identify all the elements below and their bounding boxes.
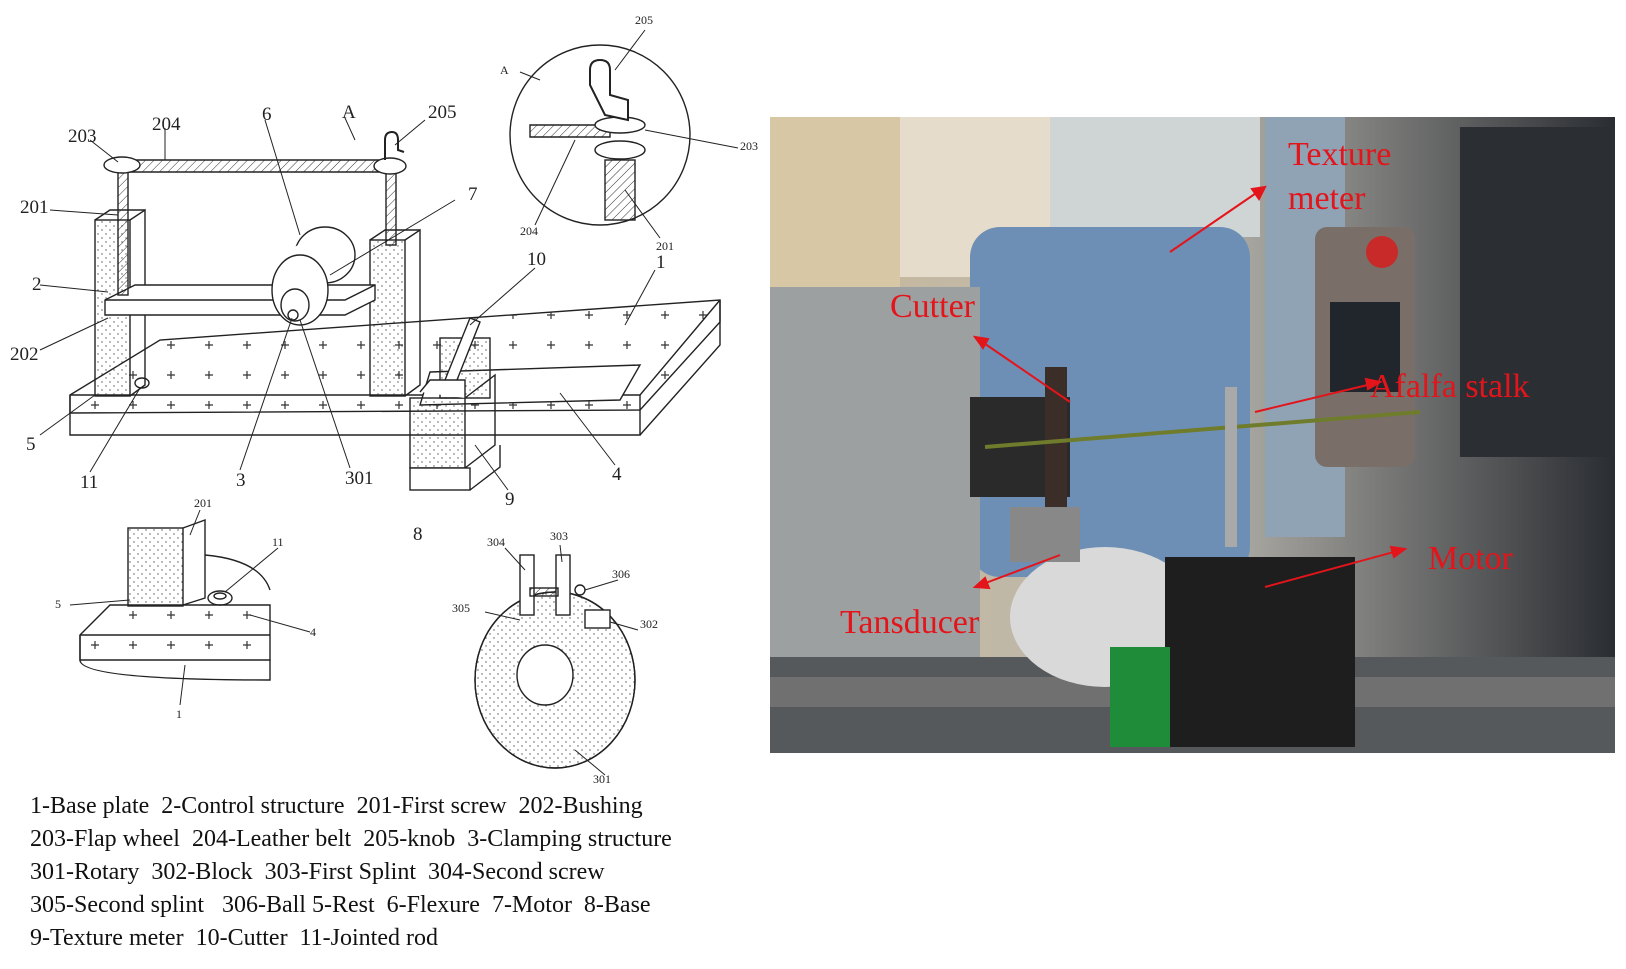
svg-text:5: 5 (55, 597, 61, 611)
jointed-rod (134, 377, 150, 389)
detail-clamp (474, 544, 639, 776)
svg-text:203: 203 (68, 126, 97, 147)
svg-text:306: 306 (612, 567, 630, 581)
window (770, 117, 900, 287)
transducer-body (1010, 507, 1080, 562)
svg-text:3: 3 (236, 470, 246, 491)
svg-text:Tansducer: Tansducer (840, 604, 980, 641)
svg-text:204: 204 (520, 224, 538, 238)
svg-text:201: 201 (656, 239, 674, 253)
cross-rod (1225, 387, 1237, 547)
experiment-photo: Texture meter Cutter Afalfa stalk Motor … (770, 117, 1615, 753)
svg-text:Texture: Texture (1288, 136, 1391, 173)
svg-text:1: 1 (656, 252, 666, 273)
svg-text:304: 304 (487, 535, 505, 549)
flap-wheel (103, 156, 141, 174)
legend-line: 9-Texture meter 10-Cutter 11-Jointed rod (30, 925, 438, 951)
detail-a-labels: A 205 203 204 201 (500, 13, 758, 253)
alfalfa-stalk (984, 410, 1421, 449)
leather-belt (121, 159, 391, 173)
svg-text:10: 10 (527, 249, 546, 270)
svg-text:204: 204 (152, 114, 181, 135)
svg-text:A: A (500, 63, 509, 77)
parts-legend: 1-Base plate 2-Control structure 201-Fir… (30, 790, 672, 955)
svg-text:7: 7 (468, 184, 478, 205)
svg-text:5: 5 (26, 434, 36, 455)
legend-line: 1-Base plate 2-Control structure 201-Fir… (30, 793, 643, 819)
svg-text:305: 305 (452, 601, 470, 615)
detail-a (509, 29, 739, 239)
computer (1460, 127, 1615, 457)
svg-text:4: 4 (310, 625, 316, 639)
svg-text:201: 201 (20, 197, 49, 218)
motor-body (1165, 557, 1355, 747)
first-screw (117, 169, 397, 296)
svg-text:9: 9 (505, 489, 515, 510)
svg-text:301: 301 (593, 772, 611, 786)
svg-text:203: 203 (740, 139, 758, 153)
detail-base-corner (69, 509, 311, 706)
svg-text:4: 4 (612, 464, 622, 485)
svg-text:Motor: Motor (1428, 540, 1514, 577)
photo-labels: Texture meter Cutter Afalfa stalk Motor … (840, 136, 1530, 641)
svg-text:A: A (342, 102, 356, 123)
cutter-blade (1045, 367, 1067, 537)
mechanical-drawing: 203 204 6 A 205 7 201 2 202 5 11 3 301 1… (10, 13, 758, 786)
drawing-labels: 203 204 6 A 205 7 201 2 202 5 11 3 301 1… (10, 102, 666, 545)
svg-text:1: 1 (176, 707, 182, 721)
svg-text:205: 205 (428, 102, 457, 123)
svg-text:Afalfa stalk: Afalfa stalk (1370, 368, 1530, 405)
legend-line: 305-Second splint 306-Ball 5-Rest 6-Flex… (30, 892, 651, 918)
svg-text:8: 8 (413, 524, 423, 545)
svg-text:205: 205 (635, 13, 653, 27)
texture-meter-base (409, 373, 501, 491)
svg-text:11: 11 (80, 472, 98, 493)
svg-text:6: 6 (262, 104, 272, 125)
svg-text:301: 301 (345, 468, 374, 489)
knob (384, 130, 405, 160)
svg-text:302: 302 (640, 617, 658, 631)
svg-text:201: 201 (194, 496, 212, 510)
svg-text:meter: meter (1288, 180, 1366, 217)
svg-text:202: 202 (10, 344, 39, 365)
legend-line: 301-Rotary 302-Block 303-First Splint 30… (30, 859, 605, 885)
svg-text:2: 2 (32, 274, 42, 295)
detail-base-labels: 201 11 5 4 1 (55, 496, 316, 721)
svg-text:303: 303 (550, 529, 568, 543)
photo-arrows (972, 185, 1408, 590)
svg-text:11: 11 (272, 535, 284, 549)
legend-line: 203-Flap wheel 204-Leather belt 205-knob… (30, 826, 672, 852)
svg-text:Cutter: Cutter (890, 288, 976, 325)
detail-clamp-labels: 304 303 306 305 302 301 (452, 529, 658, 786)
